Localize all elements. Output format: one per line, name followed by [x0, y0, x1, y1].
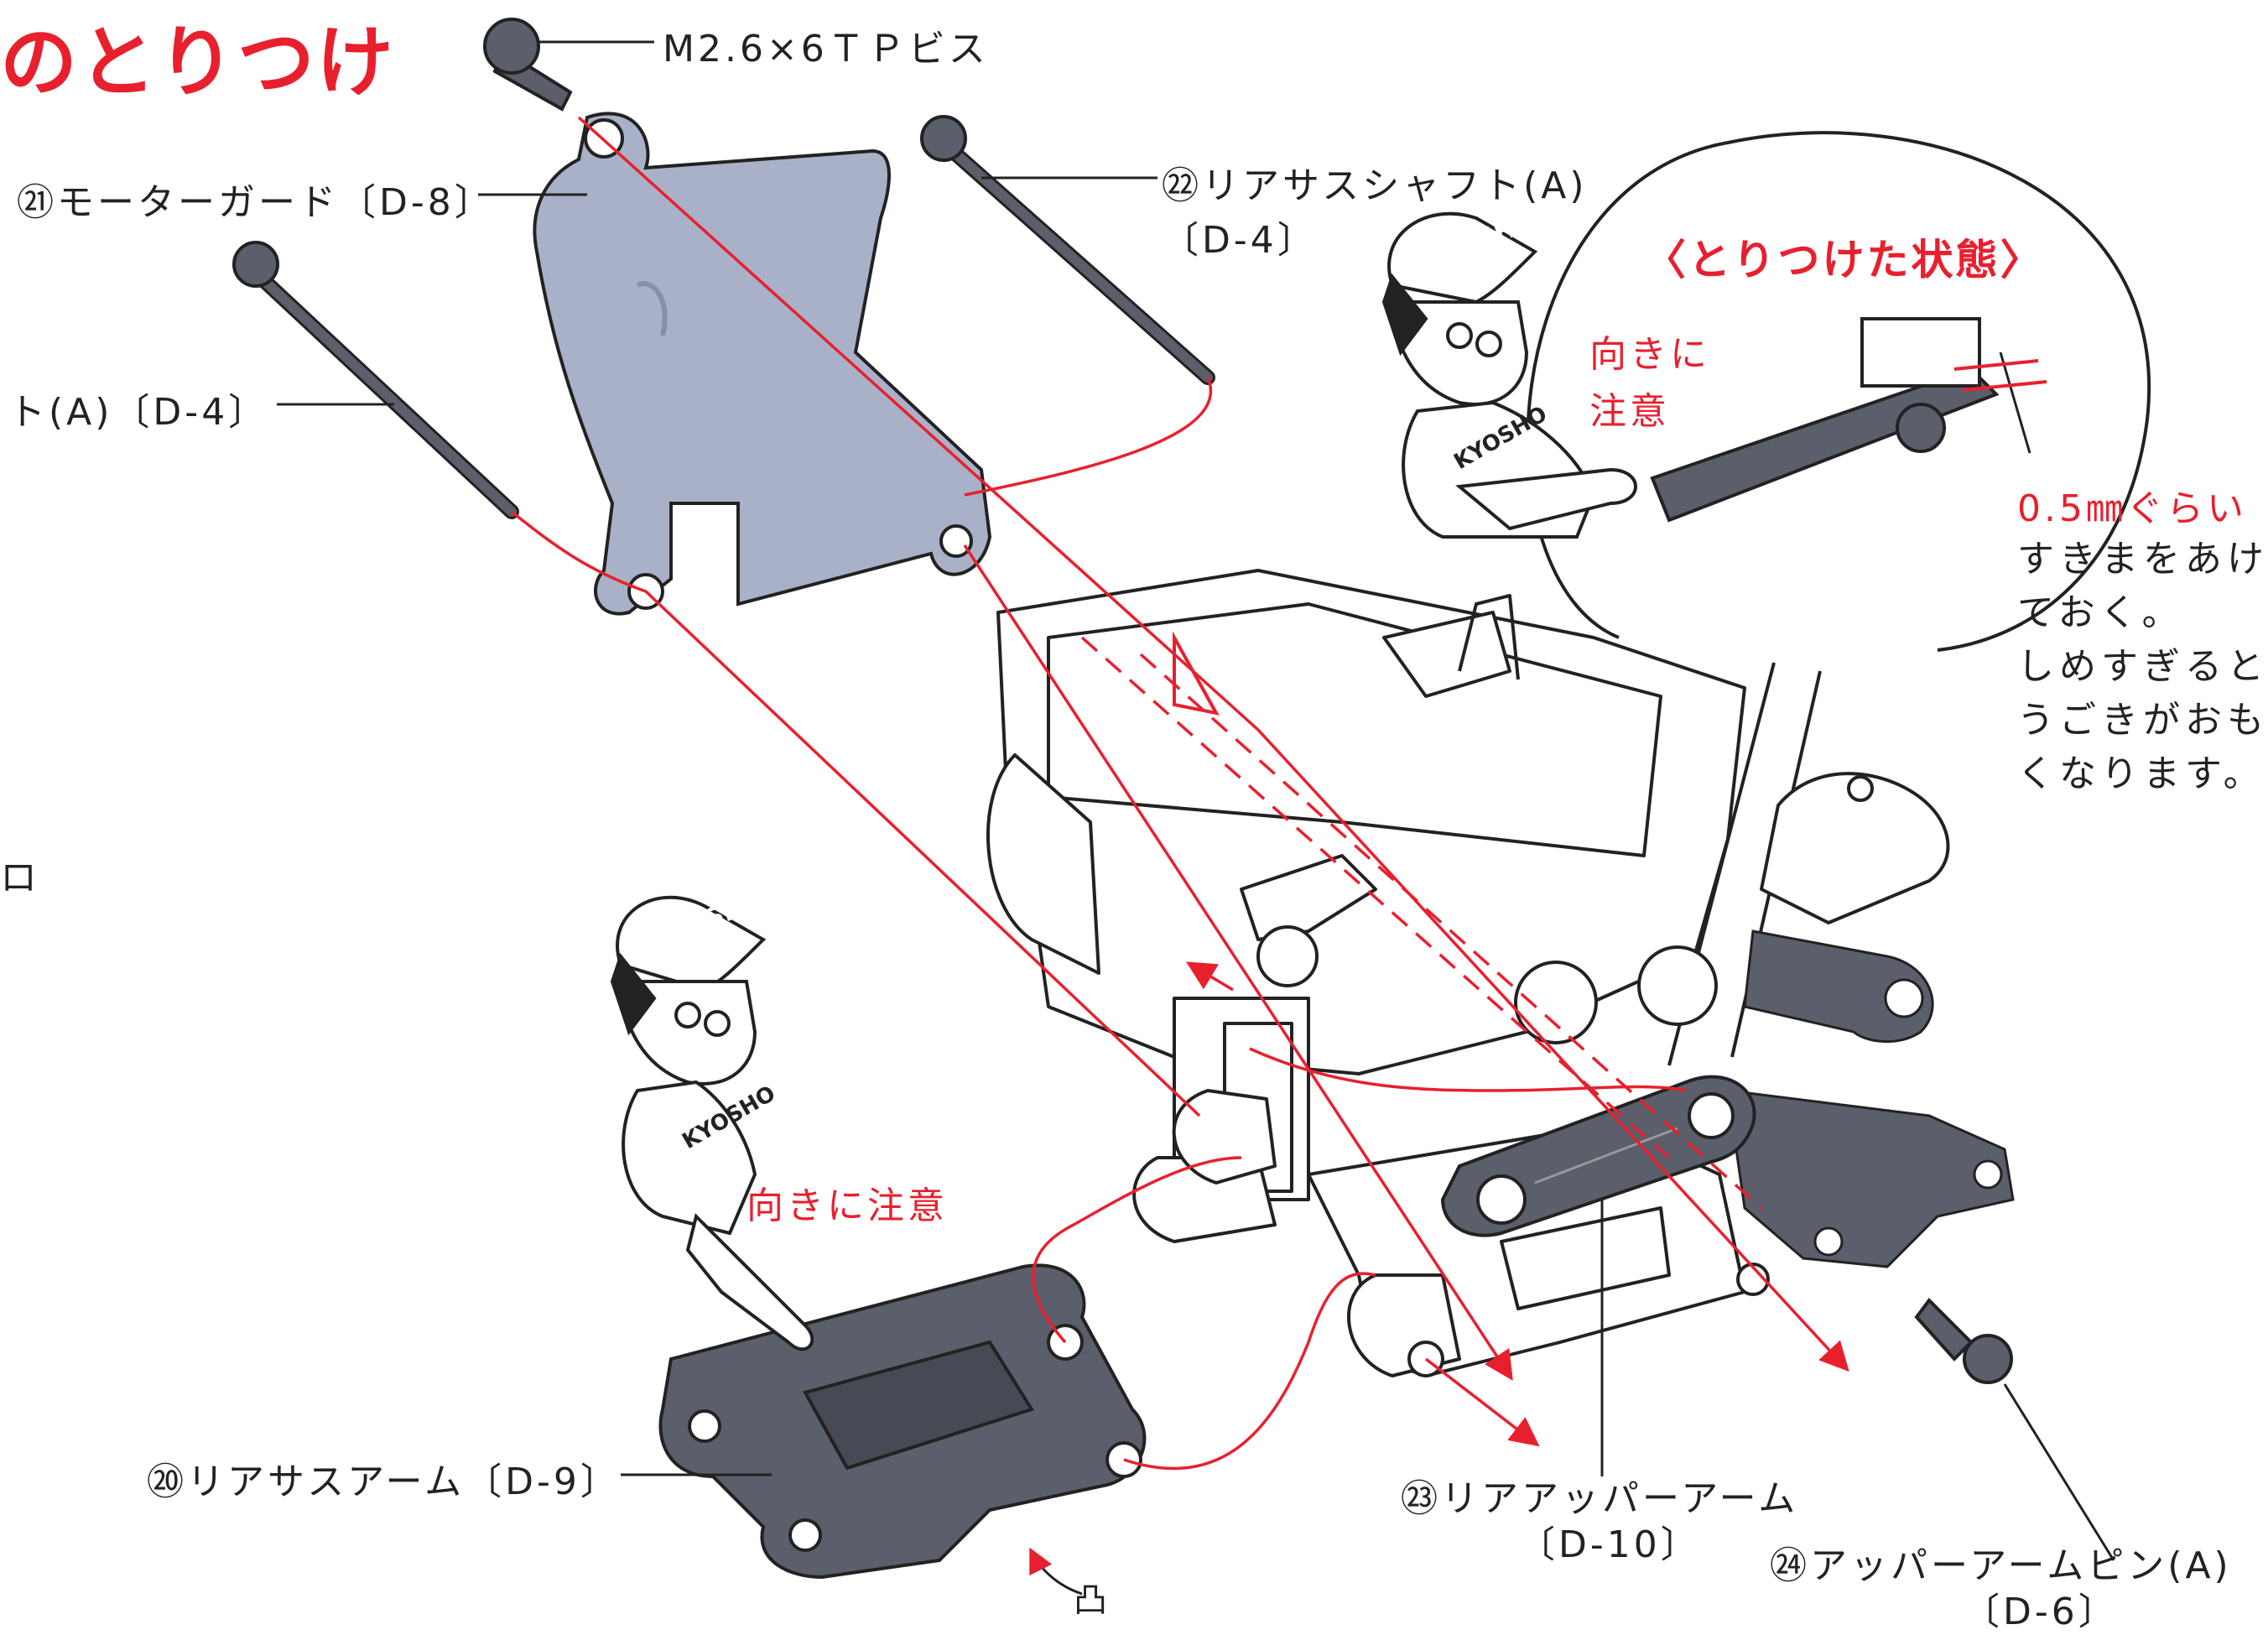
up-arrow [1185, 961, 1234, 992]
callout-gap: 0.5㎜ぐらい [2017, 487, 2247, 530]
label-rear-sus-arm: ⑳リアサスアーム〔D-9〕 [147, 1461, 621, 1503]
rear-side-arm-right [1743, 929, 1934, 1044]
guard-guide-line [963, 544, 1513, 1381]
label-rear-shaft-right: ㉒リアサスシャフト(A) [1162, 164, 1588, 207]
label-tp-screw: M2.6×6ＴＰビス [663, 28, 989, 70]
left-shaft-guide [510, 510, 1201, 1117]
screw-guide-line [577, 116, 1260, 732]
leader-lines [277, 40, 2115, 1561]
pin-guide-line [1256, 728, 1849, 1372]
page-title: のとりつけ [0, 18, 395, 107]
callout-note-line: すきまをあけ [2017, 538, 2268, 581]
motor-guard [533, 112, 992, 616]
rear-sus-shaft-right [920, 115, 1215, 385]
label-upper-arm-pin-code: 〔D-6〕 [1963, 1591, 2119, 1633]
kyosho-mascot-upper: KYOSHO KYOSHO [1381, 206, 1637, 539]
arm-link-line-1 [1032, 1156, 1242, 1344]
callout-warning-1: 向きに [1589, 333, 1710, 376]
label-rear-upper-arm: ㉓リアアッパーアーム [1401, 1477, 1799, 1520]
tp-screw-top [483, 18, 573, 112]
callout-title: 〈とりつけた状態〉 [1644, 236, 2045, 284]
label-upper-arm-pin: ㉔アッパーアームピン(A) [1770, 1544, 2232, 1587]
gearbox-body [986, 569, 1950, 1377]
lower-warning: 向きに注意 [746, 1185, 948, 1227]
callout-note-line: しめすぎると [2017, 645, 2268, 688]
rear-sus-arm [658, 1263, 1147, 1580]
arm-link-line-2 [1123, 1272, 1376, 1471]
kyosho-mascot-lower: KYOSHO KYOSHO [610, 886, 814, 1351]
callout-note-line: うごきがおも [2017, 699, 2268, 742]
callout-note-line: くなります。 [2017, 752, 2265, 795]
convex-pointer [1029, 1547, 1083, 1596]
label-motor-guard: ㉑モーターガード〔D-8〕 [17, 181, 495, 224]
callout-detail [1650, 317, 2047, 523]
callout-warning-2: 注意 [1589, 390, 1670, 433]
down-arrow [1424, 1357, 1540, 1447]
label-convex: 凸 [1074, 1581, 1111, 1620]
arm-pin-screw [1914, 1297, 2013, 1384]
upper-arm-link-line [1249, 1047, 1687, 1092]
right-shaft-guide [964, 377, 1213, 497]
callout-note-line: ておく。 [2017, 591, 2184, 634]
label-rear-shaft-right-code: 〔D-4〕 [1162, 219, 1318, 262]
dashed-guide-1 [1080, 636, 1671, 1159]
callout-note: すきまをあけ ておく。 しめすぎると うごきがおも くなります。 [2017, 533, 2268, 801]
rear-sus-shaft-left [232, 241, 519, 519]
dashed-guide-2 [1139, 653, 1763, 1210]
label-edge-mark: ロ [0, 857, 40, 899]
label-rear-shaft-left: ト(A)〔D-4〕 [8, 391, 269, 434]
screw-entry-arrow [1173, 631, 1220, 716]
assembly-lines [510, 116, 1849, 1471]
rear-upper-arm [1440, 1075, 1756, 1237]
label-rear-upper-arm-code: 〔D-10〕 [1518, 1523, 1701, 1566]
rear-arm-right-lower [1726, 1089, 2015, 1268]
